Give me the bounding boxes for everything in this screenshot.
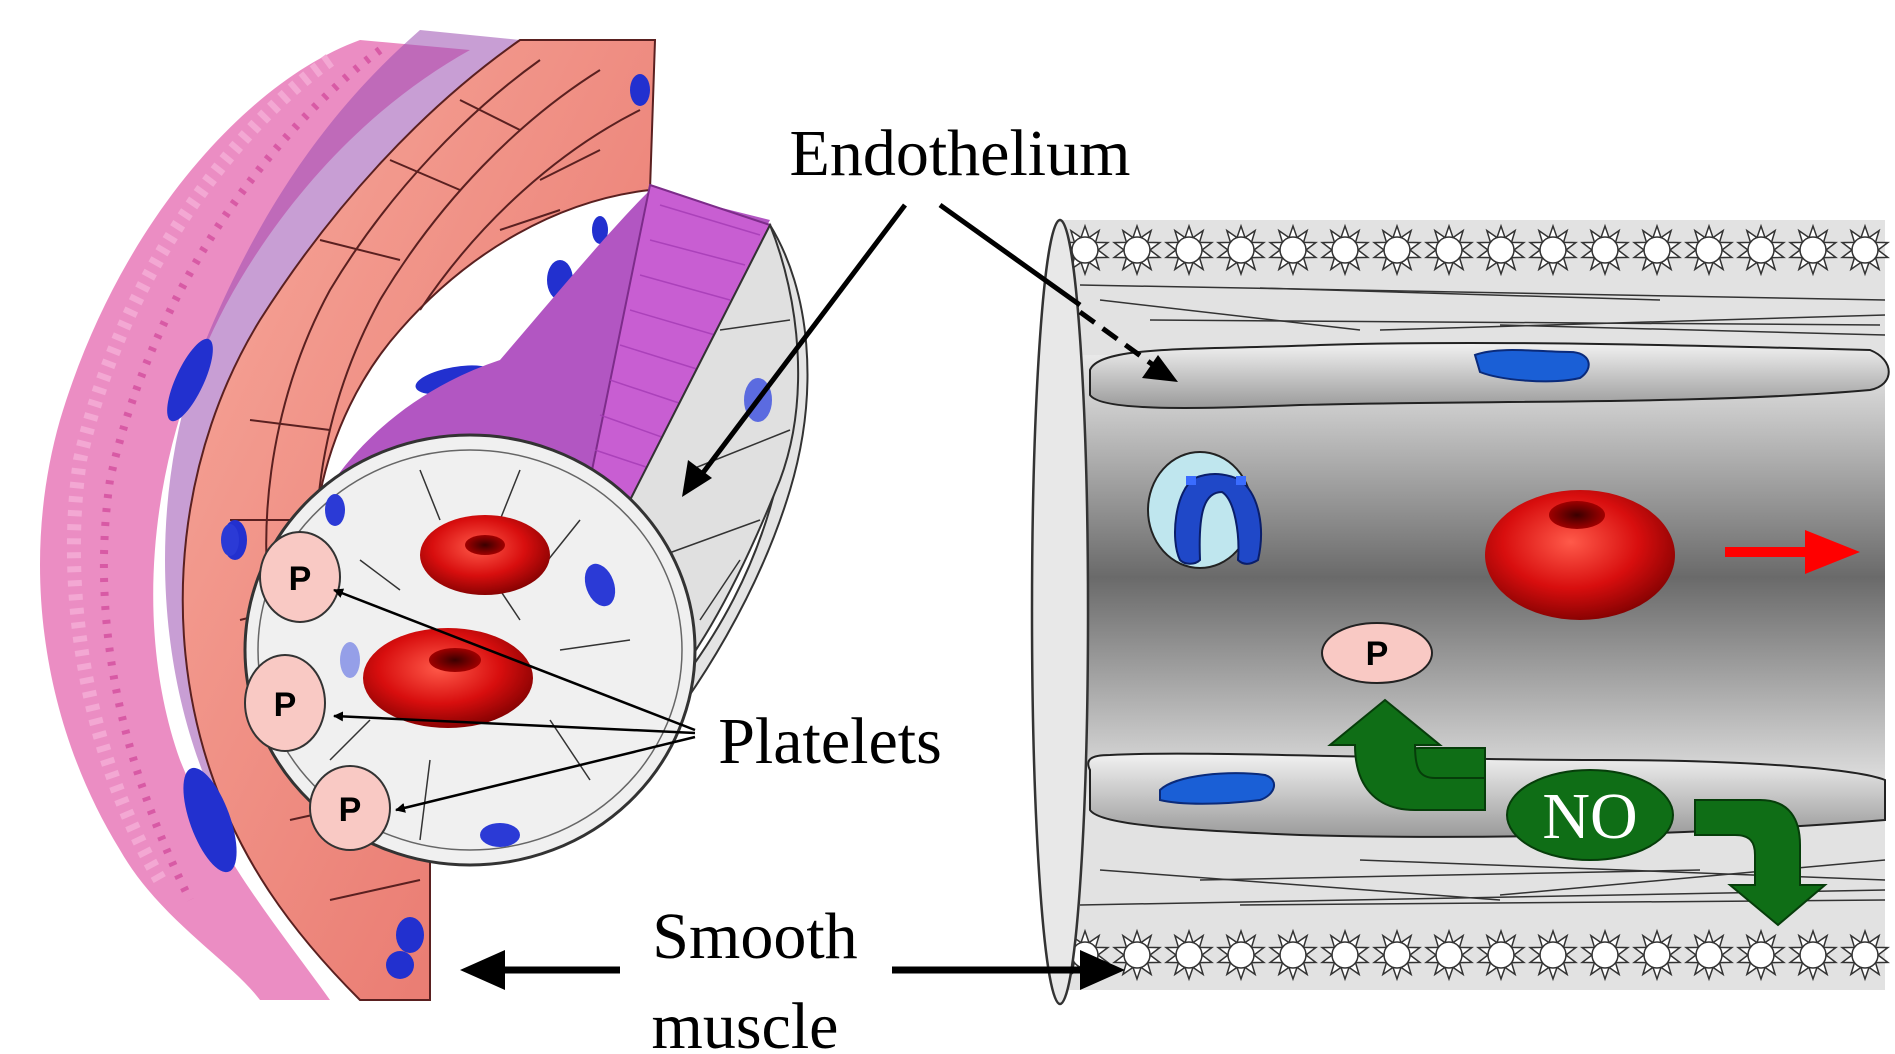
smooth-muscle-cell-body	[1072, 237, 1098, 263]
smooth-muscle-cell-body	[1124, 237, 1150, 263]
smooth-muscle-cell-body	[1280, 942, 1306, 968]
smooth-muscle-cell-body	[1280, 237, 1306, 263]
smooth-muscle-cell-body	[1176, 237, 1202, 263]
platelet-2-label: P	[274, 686, 297, 724]
smooth-muscle-label-line1: Smooth	[652, 900, 857, 973]
red-blood-cell-longitudinal	[1485, 490, 1675, 620]
smooth-muscle-label-line2: muscle	[652, 990, 839, 1054]
platelet-2: P	[245, 655, 325, 751]
platelet-3: P	[310, 766, 390, 850]
smooth-muscle-cell-body	[1540, 237, 1566, 263]
smooth-muscle-cell-body	[1592, 237, 1618, 263]
platelet-1: P	[260, 532, 340, 622]
smooth-muscle-cell-body	[1176, 942, 1202, 968]
vessel-longitudinal: P NO	[1032, 220, 1889, 1004]
smooth-muscle-cell-body	[1488, 237, 1514, 263]
smooth-muscle-cell-body	[1540, 942, 1566, 968]
smooth-muscle-cell-body	[1644, 942, 1670, 968]
smooth-muscle-cell-body	[1800, 942, 1826, 968]
nitric-oxide-badge: NO	[1507, 770, 1673, 860]
platelet-longitudinal: P	[1322, 623, 1432, 683]
red-blood-cell-lower	[363, 628, 533, 728]
smooth-muscle-cell-body	[1852, 942, 1878, 968]
smooth-muscle-cell-body	[1800, 237, 1826, 263]
smooth-muscle-cell-body	[1124, 942, 1150, 968]
smooth-muscle-cell-body	[1228, 237, 1254, 263]
vessel-cross-section: P P P	[40, 30, 807, 1000]
smooth-muscle-cell-body	[1384, 237, 1410, 263]
platelets-label: Platelets	[718, 705, 942, 778]
smooth-muscle-cell-body	[1644, 237, 1670, 263]
smooth-muscle-cell-body	[1332, 237, 1358, 263]
red-blood-cell-upper	[420, 515, 550, 595]
smooth-muscle-cell-body	[1696, 942, 1722, 968]
platelet-longitudinal-label: P	[1366, 635, 1389, 673]
smooth-muscle-cell-body	[1332, 942, 1358, 968]
smooth-muscle-cell-body	[1436, 237, 1462, 263]
smooth-muscle-cell-body	[1436, 942, 1462, 968]
smooth-muscle-cell-body	[1748, 942, 1774, 968]
nitric-oxide-label: NO	[1542, 780, 1637, 853]
smooth-muscle-cell-body	[1748, 237, 1774, 263]
platelet-1-label: P	[289, 560, 312, 598]
smooth-muscle-cell-body	[1228, 942, 1254, 968]
smooth-muscle-cell-body	[1852, 237, 1878, 263]
smooth-muscle-cell-body	[1384, 942, 1410, 968]
endothelium-label: Endothelium	[790, 117, 1131, 190]
smooth-muscle-cell-body	[1696, 237, 1722, 263]
smooth-muscle-cell-body	[1592, 942, 1618, 968]
platelet-3-label: P	[339, 791, 362, 829]
smooth-muscle-cell-body	[1488, 942, 1514, 968]
